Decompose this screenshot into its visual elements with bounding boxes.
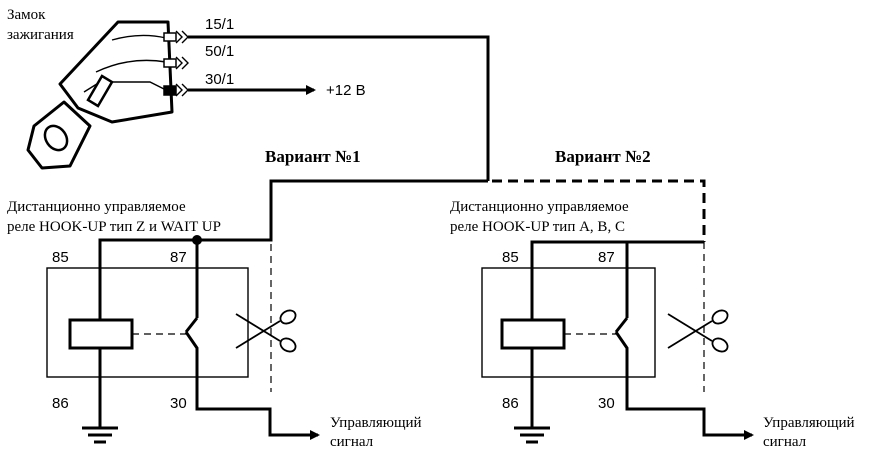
ignition-label-line2: зажигания xyxy=(7,27,74,43)
variant-1-relay-line2: реле HOOK-UP тип Z и WAIT UP xyxy=(7,219,221,235)
variant-2-relay-coil xyxy=(500,318,566,350)
variant-1-relay-line1: Дистанционно управляемое xyxy=(7,199,186,215)
variant-2-switch-blade xyxy=(614,317,629,333)
variant-1-output-line1: Управляющий xyxy=(330,415,422,431)
variant-2-relay-line2: реле HOOK-UP тип А, В, С xyxy=(450,219,625,235)
variant-1-output-line2: сигнал xyxy=(330,434,374,450)
variant-2-relay-line1: Дистанционно управляемое xyxy=(450,199,629,215)
variant-1-coil-feed xyxy=(98,238,197,320)
variant-1-pin-86: 86 xyxy=(52,395,69,412)
supply-label: +12 В xyxy=(326,82,366,99)
variant-2-scissors-icon xyxy=(667,309,729,353)
variant-1-title: Вариант №1 xyxy=(265,147,361,166)
variant-1-ground-icon xyxy=(82,426,118,444)
ignition-label-line1: Замок xyxy=(7,7,46,23)
variant-1-pin-30: 30 xyxy=(170,395,187,412)
variant-1-pin-85: 85 xyxy=(52,249,69,266)
variant-2-title: Вариант №2 xyxy=(555,147,651,166)
variant-1: Вариант №1 Дистанционно управляемое реле… xyxy=(7,147,488,450)
ignition-key-icon xyxy=(26,20,189,170)
variant-1-switch-blade xyxy=(184,317,199,333)
variant-2-pin-87: 87 xyxy=(598,249,615,266)
variant-1-relay-coil xyxy=(68,318,134,350)
variant-2-pin-86: 86 xyxy=(502,395,519,412)
variant-1-scissors-icon xyxy=(235,309,297,353)
variant-2-output-wire xyxy=(614,331,754,440)
ignition-switch: Замок зажигания 15/1 50/1 30/1 xyxy=(7,7,490,181)
variant-2-pin-30: 30 xyxy=(598,395,615,412)
terminal-50-1-label: 50/1 xyxy=(205,43,234,60)
variant-2-output-line2: сигнал xyxy=(763,434,807,450)
terminal-15-1-label: 15/1 xyxy=(205,16,234,33)
variant-1-feed-wire xyxy=(197,179,488,242)
wire-15-1 xyxy=(188,35,490,181)
variant-2: Вариант №2 Дистанционно управляемое реле… xyxy=(450,147,855,450)
variant-2-ground-icon xyxy=(514,426,550,444)
variant-2-pin-85: 85 xyxy=(502,249,519,266)
terminal-30-1-label: 30/1 xyxy=(205,71,234,88)
variant-1-pin-87: 87 xyxy=(170,249,187,266)
variant-1-output-wire xyxy=(184,331,320,440)
variant-2-output-line1: Управляющий xyxy=(763,415,855,431)
